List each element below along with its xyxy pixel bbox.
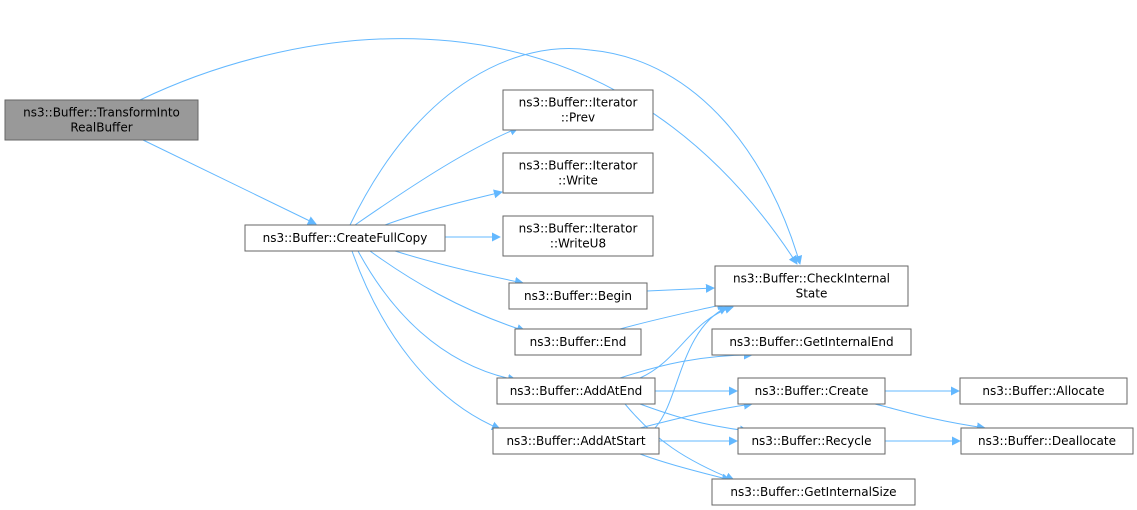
node-label-prev-1: ::Prev bbox=[561, 111, 595, 125]
node-label-writeu8-0: ns3::Buffer::Iterator bbox=[519, 222, 638, 236]
node-allocate[interactable]: ns3::Buffer::Allocate bbox=[959, 377, 1128, 405]
node-label-end-0: ns3::Buffer::End bbox=[530, 335, 627, 349]
node-deallocate[interactable]: ns3::Buffer::Deallocate bbox=[960, 427, 1134, 455]
node-label-write-1: ::Write bbox=[558, 174, 598, 188]
edge-createfullcopy-to-addatstart bbox=[351, 250, 501, 431]
node-box-end bbox=[514, 328, 642, 356]
edge-addatend-to-recycle bbox=[639, 403, 749, 435]
node-label-begin-0: ns3::Buffer::Begin bbox=[524, 289, 632, 303]
node-label-deallocate-0: ns3::Buffer::Deallocate bbox=[978, 434, 1116, 448]
node-addatend[interactable]: ns3::Buffer::AddAtEnd bbox=[496, 377, 656, 405]
node-label-transform-1: RealBuffer bbox=[70, 121, 132, 135]
edge-begin-to-checkinternal bbox=[646, 283, 715, 293]
node-label-getinternalend-0: ns3::Buffer::GetInternalEnd bbox=[729, 335, 893, 349]
edge-createfullcopy-to-begin bbox=[394, 250, 524, 286]
edge-addatend-to-getinternalsize bbox=[624, 403, 735, 482]
node-label-writeu8-1: ::WriteU8 bbox=[550, 237, 606, 251]
node-box-write bbox=[502, 152, 654, 194]
node-box-writeu8 bbox=[502, 215, 654, 257]
edge-createfullcopy-to-write bbox=[384, 189, 503, 226]
edge-createfullcopy-to-checkinternal bbox=[349, 48, 803, 265]
node-label-create-0: ns3::Buffer::Create bbox=[755, 384, 869, 398]
node-box-createfullcopy bbox=[244, 224, 446, 252]
node-box-checkinternal bbox=[714, 265, 909, 307]
node-box-allocate bbox=[959, 377, 1128, 405]
node-label-allocate-0: ns3::Buffer::Allocate bbox=[982, 384, 1104, 398]
node-createfullcopy[interactable]: ns3::Buffer::CreateFullCopy bbox=[244, 224, 446, 252]
node-box-prev bbox=[502, 89, 654, 131]
node-box-addatend bbox=[496, 377, 656, 405]
node-label-checkinternal-0: ns3::Buffer::CheckInternal bbox=[733, 272, 890, 286]
edge-createfullcopy-to-prev bbox=[354, 126, 519, 226]
node-end[interactable]: ns3::Buffer::End bbox=[514, 328, 642, 356]
node-box-getinternalend bbox=[711, 328, 912, 356]
edge-addatstart-to-checkinternal bbox=[654, 306, 728, 429]
node-box-getinternalsize bbox=[711, 478, 916, 506]
nodes: ns3::Buffer::TransformIntoRealBufferns3:… bbox=[4, 89, 1134, 506]
edge-end-to-checkinternal bbox=[619, 301, 726, 330]
node-recycle[interactable]: ns3::Buffer::Recycle bbox=[737, 427, 886, 455]
edge-createfullcopy-to-addatend bbox=[357, 250, 517, 383]
node-box-transform bbox=[4, 99, 199, 141]
node-prev[interactable]: ns3::Buffer::Iterator::Prev bbox=[502, 89, 654, 131]
edge-transform-to-createfullcopy bbox=[142, 139, 317, 225]
node-getinternalend[interactable]: ns3::Buffer::GetInternalEnd bbox=[711, 328, 912, 356]
node-label-recycle-0: ns3::Buffer::Recycle bbox=[751, 434, 871, 448]
node-label-checkinternal-1: State bbox=[796, 287, 828, 301]
node-create[interactable]: ns3::Buffer::Create bbox=[737, 377, 886, 405]
node-box-addatstart bbox=[492, 427, 660, 455]
node-box-recycle bbox=[737, 427, 886, 455]
edge-addatstart-to-create bbox=[639, 400, 753, 429]
edge-create-to-deallocate bbox=[874, 403, 986, 432]
node-label-createfullcopy-0: ns3::Buffer::CreateFullCopy bbox=[263, 231, 428, 245]
edge-addatstart-to-getinternalsize bbox=[639, 453, 731, 483]
node-label-addatstart-0: ns3::Buffer::AddAtStart bbox=[506, 434, 645, 448]
node-getinternalsize[interactable]: ns3::Buffer::GetInternalSize bbox=[711, 478, 916, 506]
node-label-transform-0: ns3::Buffer::TransformInto bbox=[23, 106, 180, 120]
node-write[interactable]: ns3::Buffer::Iterator::Write bbox=[502, 152, 654, 194]
node-box-deallocate bbox=[960, 427, 1134, 455]
node-begin[interactable]: ns3::Buffer::Begin bbox=[508, 282, 648, 310]
node-label-write-0: ns3::Buffer::Iterator bbox=[519, 159, 638, 173]
edge-createfullcopy-to-end bbox=[369, 250, 526, 333]
node-label-prev-0: ns3::Buffer::Iterator bbox=[519, 96, 638, 110]
node-box-begin bbox=[508, 282, 648, 310]
edge-transform-to-checkinternal bbox=[139, 38, 798, 265]
node-box-create bbox=[737, 377, 886, 405]
node-label-getinternalsize-0: ns3::Buffer::GetInternalSize bbox=[730, 485, 896, 499]
node-addatstart[interactable]: ns3::Buffer::AddAtStart bbox=[492, 427, 660, 455]
node-label-addatend-0: ns3::Buffer::AddAtEnd bbox=[510, 384, 643, 398]
node-writeu8[interactable]: ns3::Buffer::Iterator::WriteU8 bbox=[502, 215, 654, 257]
